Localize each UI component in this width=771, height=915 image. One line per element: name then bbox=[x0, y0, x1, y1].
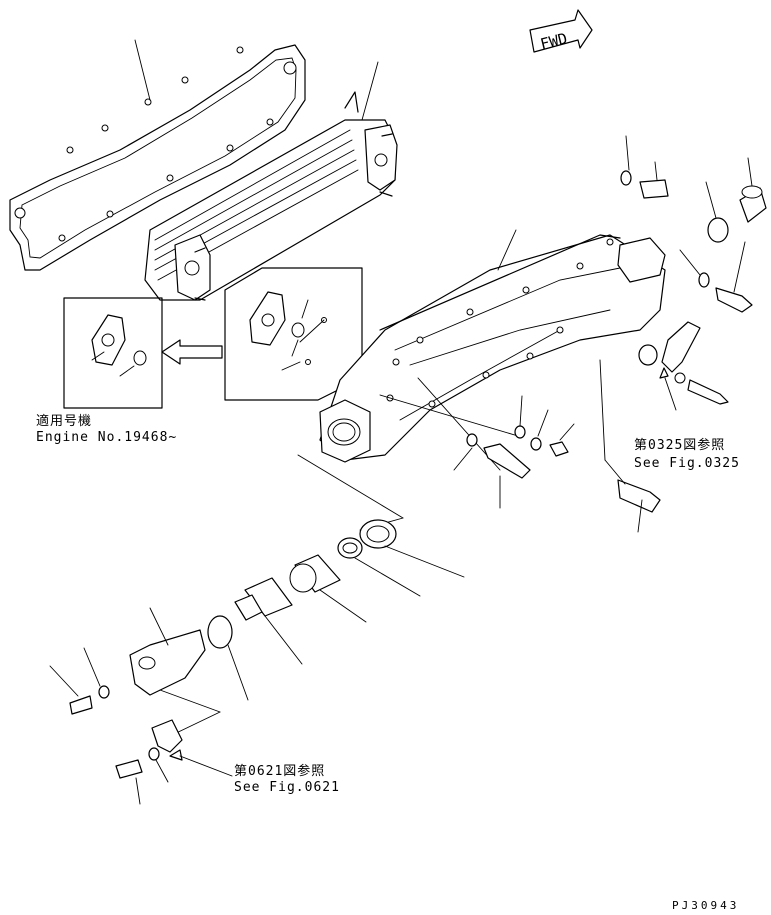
applicable-engine-number: Engine No.19468~ bbox=[36, 430, 178, 445]
oil-cooler-element bbox=[144, 61, 398, 301]
drawing-number: PJ30943 bbox=[672, 899, 740, 912]
forward-direction-arrow: FWD bbox=[529, 9, 593, 53]
oil-cooler-gasket bbox=[9, 39, 306, 271]
ref-0621-jp: 第0621図参照 bbox=[234, 764, 326, 779]
bracket-and-spacer bbox=[638, 321, 729, 411]
cover-bolt-set bbox=[453, 395, 575, 509]
bypass-valve-assembly bbox=[129, 454, 465, 737]
ref-0325-jp: 第0325図参照 bbox=[634, 438, 726, 453]
oil-cooler-cover bbox=[319, 229, 666, 471]
ref-0621-en: See Fig.0621 bbox=[234, 780, 340, 795]
bottom-left-fasteners bbox=[49, 647, 233, 805]
applicable-engine-inset bbox=[63, 297, 163, 409]
indicator-arrow bbox=[161, 339, 223, 365]
ref-0325-en: See Fig.0325 bbox=[634, 456, 740, 471]
top-right-fasteners bbox=[620, 135, 767, 313]
right-valve-plug bbox=[599, 359, 661, 533]
applicable-engine-title: 適用号機 bbox=[36, 414, 93, 429]
